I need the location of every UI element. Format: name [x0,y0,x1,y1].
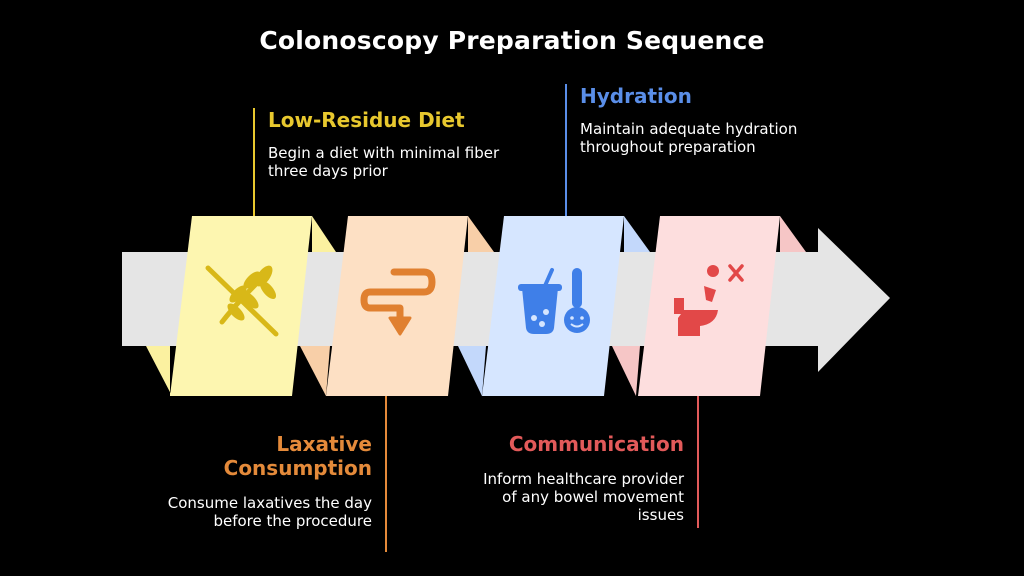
toilet-alert-icon [674,264,744,336]
panel-shadow-3 [458,346,486,396]
panel-shadow-4b [780,216,806,252]
step-description: Maintain adequate hydration throughout p… [580,120,798,156]
step-description: Consume laxatives the day before the pro… [167,494,372,530]
panel-shadow-2 [300,346,330,396]
no-grain-icon [205,265,279,337]
step-description: Inform healthcare provider of any bowel … [483,470,684,524]
intestine-arrow-icon [360,268,436,336]
panel-low-residue-diet [170,216,312,396]
step-hydration: Hydration Maintain adequate hydration th… [580,84,800,156]
panel-shadow-4 [612,346,640,396]
step-low-residue-diet: Low-Residue Diet Begin a diet with minim… [268,108,508,180]
step-communication: Communication Inform healthcare provider… [470,432,684,524]
step-title: Low-Residue Diet [268,108,465,132]
panel-shadow-1b [312,216,336,252]
step-title: Laxative Consumption [223,432,372,480]
panel-shadow-3b [624,216,650,252]
diagram-title: Colonoscopy Preparation Sequence [259,26,765,55]
step-title: Hydration [580,84,692,108]
step-laxative-consumption: Laxative Consumption Consume laxatives t… [160,432,372,530]
step-description: Begin a diet with minimal fiber three da… [268,144,500,180]
panel-shadow-2b [468,216,494,252]
panel-shadow-1 [146,346,172,396]
panel-communication [638,216,780,396]
drink-thermometer-icon [518,268,590,334]
step-title: Communication [508,432,684,456]
